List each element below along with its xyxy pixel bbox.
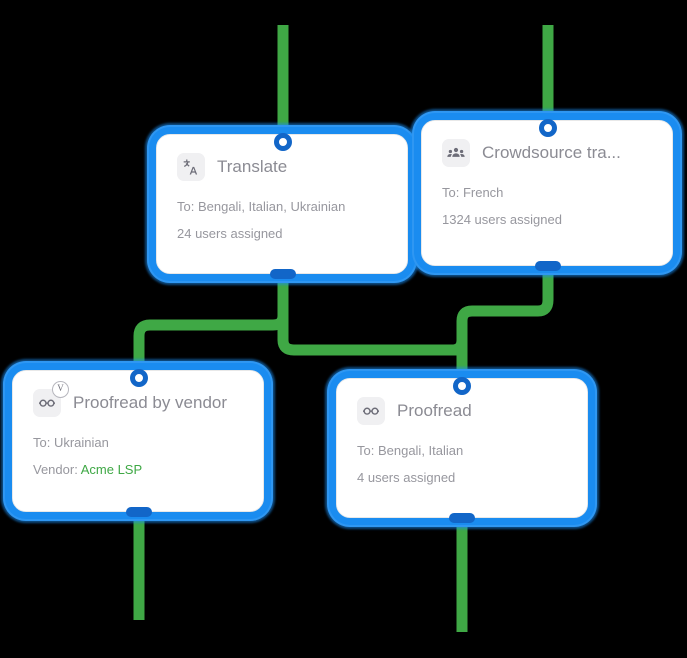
node-proofread-by-vendor-output-port[interactable] xyxy=(126,507,152,517)
node-proofread-by-vendor-body: V Proofread by vendor To: Ukrainian Vend… xyxy=(13,371,263,511)
node-proofread-by-vendor[interactable]: V Proofread by vendor To: Ukrainian Vend… xyxy=(12,370,264,512)
node-proofread-output-port[interactable] xyxy=(449,513,475,523)
node-proofread-by-vendor-input-port[interactable] xyxy=(130,369,148,387)
vendor-label: Vendor: xyxy=(33,462,78,477)
people-group-icon xyxy=(442,139,470,167)
node-title: Translate xyxy=(217,157,288,176)
node-translate-output-port[interactable] xyxy=(270,269,296,279)
node-translate-body: Translate To: Bengali, Italian, Ukrainia… xyxy=(157,135,407,273)
node-crowdsource-body: Crowdsource tra... To: French 1324 users… xyxy=(422,121,672,265)
vendor-badge: V xyxy=(52,381,69,398)
node-crowdsource-output-port[interactable] xyxy=(535,261,561,271)
node-proofread[interactable]: Proofread To: Bengali, Italian 4 users a… xyxy=(336,378,588,518)
glasses-vendor-icon: V xyxy=(33,381,69,417)
node-crowdsource-header: Crowdsource tra... xyxy=(442,139,652,167)
node-translate-header: Translate xyxy=(177,153,387,181)
node-crowdsource-input-port[interactable] xyxy=(539,119,557,137)
node-translate-input-port[interactable] xyxy=(274,133,292,151)
node-detail-languages: To: Ukrainian xyxy=(33,435,109,450)
edge-translate-to-proofread xyxy=(277,274,468,386)
node-detail-assignees: 24 users assigned xyxy=(177,226,283,241)
node-proofread-input-port[interactable] xyxy=(453,377,471,395)
node-title: Proofread xyxy=(397,401,472,420)
node-detail-assignees: 4 users assigned xyxy=(357,470,456,485)
node-title: Crowdsource tra... xyxy=(482,143,621,162)
edge-translate-to-proofread-vendor xyxy=(133,274,289,378)
node-detail-languages: To: Bengali, Italian xyxy=(357,443,464,458)
node-detail-assignees: 1324 users assigned xyxy=(442,212,562,227)
edge-crowdsource-to-proofread xyxy=(456,266,554,386)
node-detail-languages: To: French xyxy=(442,185,504,200)
glasses-icon xyxy=(357,397,385,425)
vendor-value: Acme LSP xyxy=(80,462,143,477)
translate-icon xyxy=(177,153,205,181)
node-proofread-by-vendor-header: V Proofread by vendor xyxy=(33,381,243,417)
node-detail-languages: To: Bengali, Italian, Ukrainian xyxy=(177,199,346,214)
node-detail-vendor: Vendor: Acme LSP xyxy=(33,462,243,477)
node-proofread-body: Proofread To: Bengali, Italian 4 users a… xyxy=(337,379,587,517)
node-proofread-header: Proofread xyxy=(357,397,567,425)
node-translate[interactable]: Translate To: Bengali, Italian, Ukrainia… xyxy=(156,134,408,274)
node-crowdsource[interactable]: Crowdsource tra... To: French 1324 users… xyxy=(421,120,673,266)
node-title: Proofread by vendor xyxy=(73,393,228,412)
